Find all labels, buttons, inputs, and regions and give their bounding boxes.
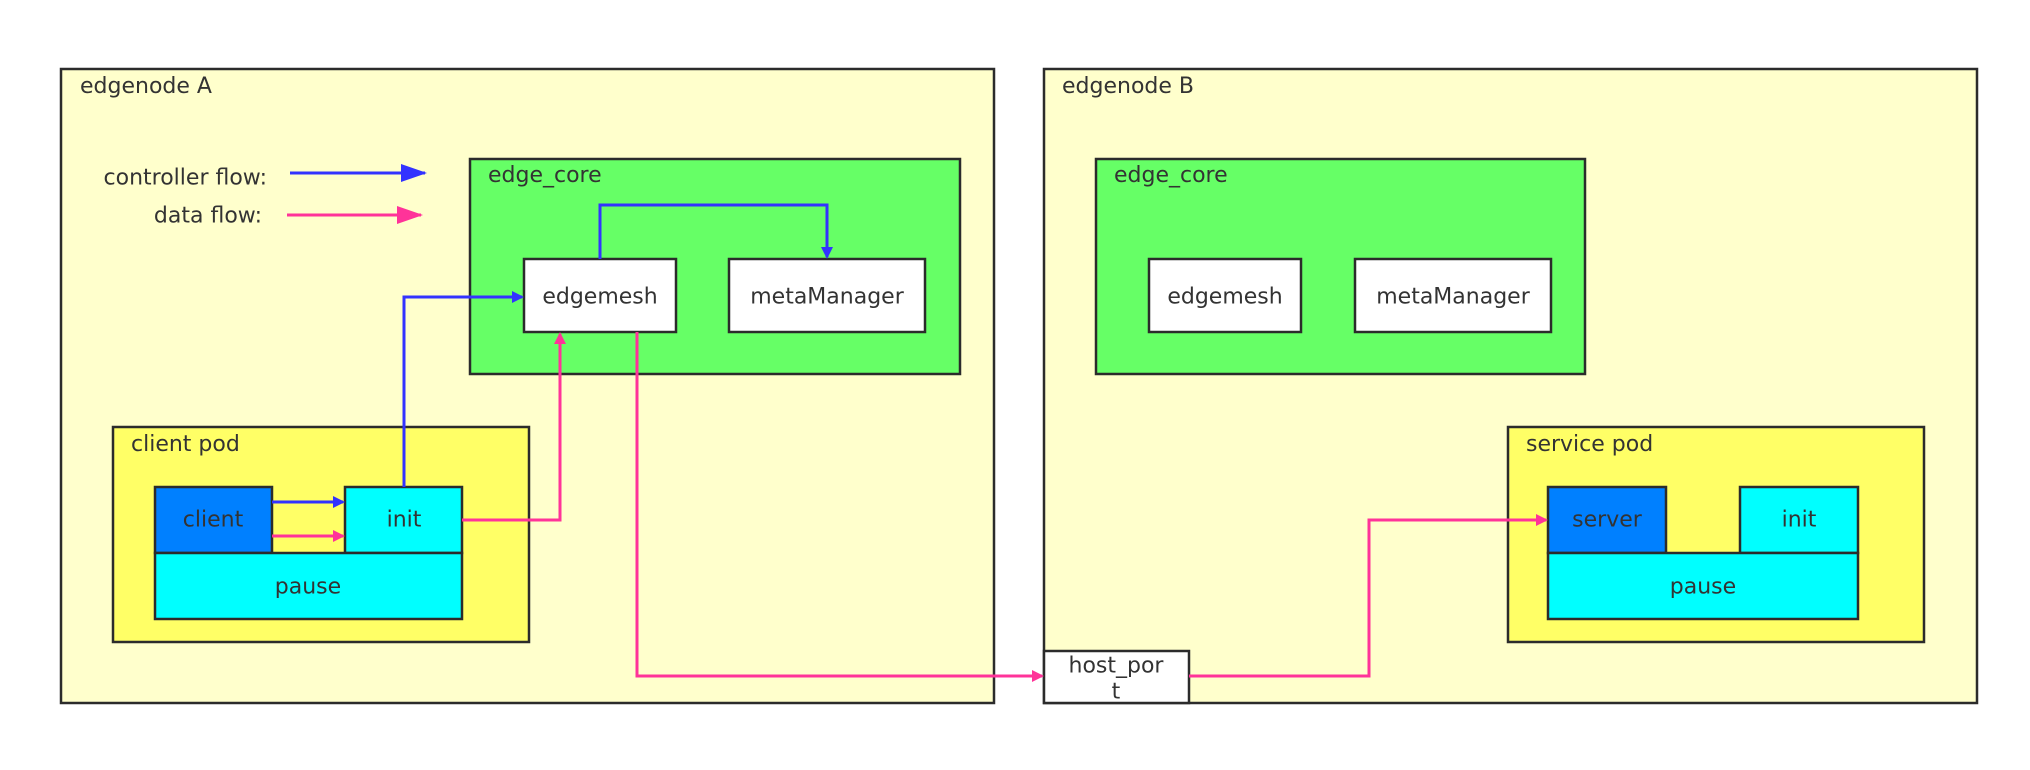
meta-manager-a-label: metaManager [750, 285, 904, 310]
host-port-label-line1: host_por [1069, 654, 1165, 679]
pause-container-a-label: pause [275, 575, 341, 600]
edgenode-a-label: edgenode A [80, 74, 212, 99]
edgemesh-b-label: edgemesh [1167, 285, 1282, 310]
init-container-b: init [1738, 485, 1860, 555]
edge-core-a: edge_core edgemesh metaManager [468, 157, 962, 376]
server-container: server [1546, 485, 1668, 555]
meta-manager-a: metaManager [727, 257, 927, 334]
legend-controller-flow-label: controller flow: [104, 166, 267, 191]
init-container-b-label: init [1782, 508, 1817, 533]
legend: controller flow: data flow: [104, 164, 427, 229]
meta-manager-b-label: metaManager [1376, 285, 1530, 310]
pause-container-a: pause [153, 551, 464, 621]
host-port-label-line2: t [1112, 680, 1121, 705]
pause-container-b-label: pause [1670, 575, 1736, 600]
init-container-a-label: init [387, 508, 422, 533]
controller-flow-edgemesh-to-metamanager [598, 203, 833, 259]
data-flow-host-port-to-server [1189, 514, 1548, 678]
client-container: client [153, 485, 274, 555]
edge-core-b-label: edge_core [1114, 163, 1228, 188]
data-flow-init-to-edgemesh [462, 332, 566, 522]
init-container-a: init [343, 485, 464, 555]
client-container-label: client [183, 508, 244, 533]
edgemesh-b: edgemesh [1147, 257, 1303, 334]
legend-data-flow-label: data flow: [154, 204, 262, 229]
edgenode-a: edgenode A controller flow: data flow: e… [59, 67, 996, 705]
data-flow-edgemesh-to-host-port [635, 332, 1044, 682]
edgenode-b: edgenode B edge_core edgemesh metaManage… [1042, 67, 1979, 705]
service-pod-label: service pod [1526, 432, 1653, 457]
edge-core-a-label: edge_core [488, 163, 602, 188]
controller-flow-init-to-edgemesh [402, 291, 524, 487]
server-container-label: server [1572, 508, 1643, 533]
service-pod: service pod server init pause [1506, 425, 1926, 644]
edge-core-b: edge_core edgemesh metaManager [1094, 157, 1587, 376]
edgenode-b-label: edgenode B [1062, 74, 1194, 99]
client-pod-label: client pod [131, 432, 240, 457]
pause-container-b: pause [1546, 551, 1860, 621]
edgemesh-a: edgemesh [522, 257, 678, 334]
edgemesh-a-label: edgemesh [542, 285, 657, 310]
meta-manager-b: metaManager [1353, 257, 1553, 334]
host-port: host_por t [1042, 649, 1191, 705]
